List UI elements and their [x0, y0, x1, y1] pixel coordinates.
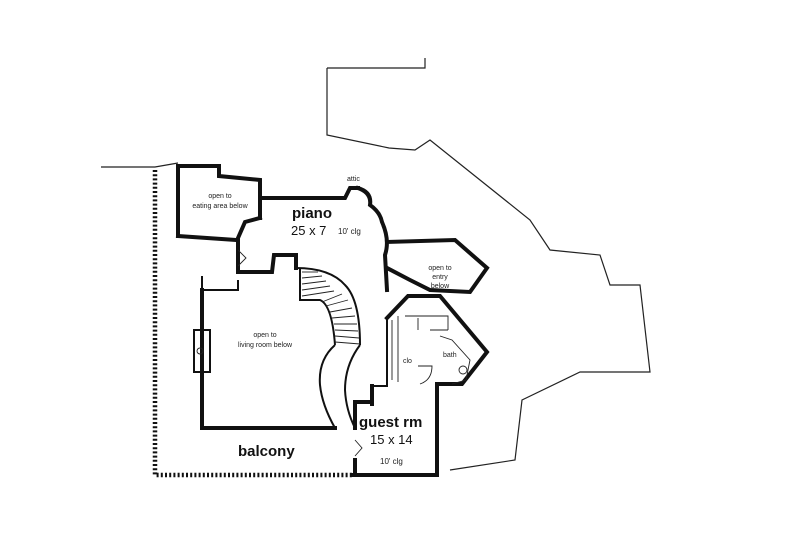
piano-dims: 25 x 7 — [291, 223, 326, 238]
stair-treads — [301, 271, 361, 345]
closet-inner — [391, 315, 449, 382]
roof-outline — [326, 68, 651, 471]
attic-label: attic — [347, 176, 360, 183]
fireplace-detail — [196, 347, 204, 355]
living-open-top — [201, 276, 239, 291]
bath-door-swing — [418, 365, 433, 385]
living-left-wall — [200, 288, 337, 430]
guest-room-ceiling: 10' clg — [380, 457, 403, 466]
door-swing-guest — [354, 439, 363, 457]
piano-right-wall — [355, 185, 390, 293]
fireplace — [193, 329, 211, 373]
guest-left-wall — [353, 400, 374, 430]
eating-area-wall — [176, 164, 262, 238]
stair-gallery-curve — [318, 344, 336, 429]
eating-note-line-2: eating area below — [192, 203, 248, 210]
piano-title: piano — [292, 205, 332, 222]
roof-outline-left — [101, 162, 179, 168]
stair-gallery-curve-2 — [343, 344, 361, 429]
living-note-line-1: open to — [253, 332, 276, 339]
balcony-railing — [152, 170, 352, 478]
piano-top-wall — [258, 186, 360, 200]
entry-bay-wall — [384, 237, 490, 295]
bath-wall — [384, 294, 490, 386]
piano-room-wall — [236, 215, 263, 274]
entry-note-line-3: below — [431, 283, 450, 290]
piano-ceiling: 10' clg — [338, 227, 361, 236]
toilet — [458, 365, 468, 375]
living-note-line-2: living room below — [238, 342, 293, 349]
roof-outline-top — [327, 58, 426, 69]
guest-room-dims: 15 x 14 — [370, 432, 413, 447]
bath-label: bath — [443, 352, 457, 359]
stair-inner — [299, 268, 336, 346]
door-swing-piano — [237, 249, 247, 267]
entry-note-line-2: entry — [432, 274, 448, 281]
eating-area-wall-2 — [175, 233, 239, 243]
closet-label: clo — [403, 358, 412, 365]
balcony-label: balcony — [238, 443, 295, 460]
eating-note-line-1: open to — [208, 193, 231, 200]
entry-note-line-1: open to — [428, 265, 451, 272]
vanity — [439, 335, 471, 385]
closet-wall — [371, 318, 388, 404]
stair-outer — [295, 267, 361, 346]
stair-landing-wall — [236, 253, 298, 274]
guest-room-title: guest rm — [359, 414, 422, 431]
